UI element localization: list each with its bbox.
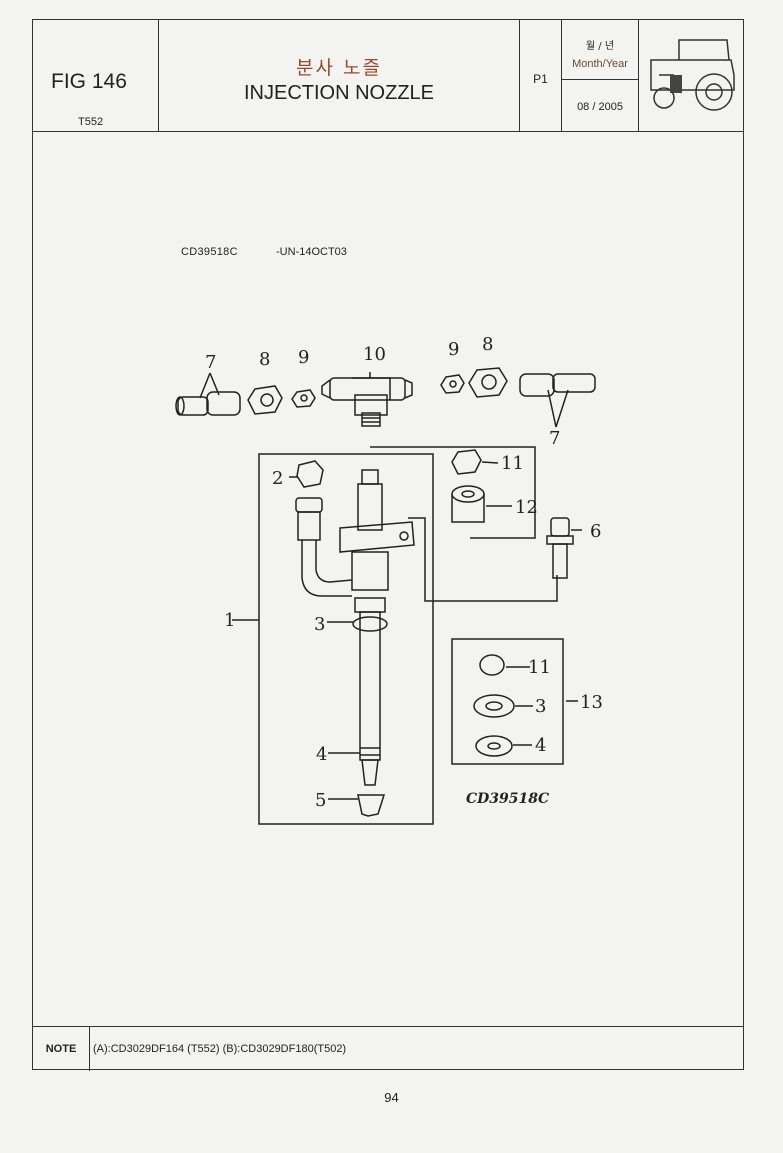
callout-4: 4 bbox=[316, 744, 327, 765]
part-8-left bbox=[247, 385, 283, 415]
title-english: INJECTION NOZZLE bbox=[243, 82, 434, 104]
callout-11-top: 11 bbox=[501, 453, 524, 474]
callout-6: 6 bbox=[590, 521, 601, 542]
date-value: 08 / 2005 bbox=[577, 101, 623, 113]
note-text: (A):CD3029DF164 (T552) (B):CD3029DF180(T… bbox=[93, 1043, 347, 1055]
kit-part-3 bbox=[473, 694, 515, 718]
page-code: P1 bbox=[533, 72, 548, 86]
page-frame: FIG 146 T552 분사 노즐 INJECTION NOZZLE P1 월… bbox=[32, 19, 744, 1071]
callout-11-kit: 11 bbox=[528, 657, 551, 678]
bracket-11-12 bbox=[370, 446, 536, 539]
tractor-icon bbox=[650, 39, 735, 111]
part-11-top bbox=[451, 449, 482, 475]
part-8-right bbox=[468, 367, 508, 398]
callout-9-right: 9 bbox=[448, 339, 459, 360]
callout-8-left: 8 bbox=[259, 349, 270, 370]
callout-5: 5 bbox=[315, 790, 326, 811]
model-code: T552 bbox=[78, 116, 104, 128]
note-label: NOTE bbox=[33, 1027, 90, 1071]
kit-part-4 bbox=[475, 735, 513, 757]
callout-1: 1 bbox=[224, 610, 235, 631]
kit-part-11 bbox=[479, 654, 505, 676]
tractor-cell bbox=[639, 20, 743, 131]
part-9-left bbox=[291, 389, 316, 408]
part-12-nut bbox=[451, 485, 485, 523]
figure-number: FIG 146 bbox=[51, 70, 127, 93]
reference-code: CD39518C bbox=[181, 246, 238, 258]
header: FIG 146 T552 분사 노즐 INJECTION NOZZLE P1 월… bbox=[33, 20, 743, 132]
part-1-nozzle bbox=[295, 469, 415, 786]
callout-12: 12 bbox=[515, 497, 538, 518]
callout-3-kit: 3 bbox=[535, 696, 546, 717]
callout-3: 3 bbox=[314, 614, 325, 635]
callout-9-left: 9 bbox=[298, 347, 309, 368]
callout-8-right: 8 bbox=[482, 334, 493, 355]
part-3-ring bbox=[352, 616, 388, 632]
part-10-tee bbox=[321, 377, 413, 427]
part-6-bolt bbox=[546, 517, 574, 579]
reference-suffix: -UN-14OCT03 bbox=[276, 246, 347, 258]
callout-4-kit: 4 bbox=[535, 735, 546, 756]
callout-2: 2 bbox=[272, 468, 283, 489]
callout-7-left: 7 bbox=[205, 352, 216, 373]
month-year-korean: 월 / 년 bbox=[585, 41, 615, 52]
part-7-right bbox=[519, 373, 596, 397]
callout-7-right: 7 bbox=[549, 428, 560, 449]
title-cell: 분사 노즐 INJECTION NOZZLE bbox=[159, 20, 520, 131]
kit-box-13 bbox=[451, 638, 564, 765]
part-5-tip bbox=[357, 794, 386, 817]
callout-10: 10 bbox=[363, 344, 386, 365]
part-9-right bbox=[440, 374, 465, 394]
part-7-left bbox=[175, 391, 241, 416]
note-row: NOTE (A):CD3029DF164 (T552) (B):CD3029DF… bbox=[33, 1026, 743, 1071]
figure-cell: FIG 146 T552 bbox=[33, 20, 159, 131]
bracket-6 bbox=[408, 517, 558, 602]
title-korean: 분사 노즐 bbox=[296, 57, 382, 79]
page-code-cell: P1 bbox=[520, 20, 562, 131]
part-2-cap bbox=[296, 460, 324, 488]
month-year-label: Month/Year bbox=[572, 58, 628, 70]
page-number: 94 bbox=[384, 1090, 399, 1105]
date-divider bbox=[562, 79, 638, 80]
drawing-code: CD39518C bbox=[466, 791, 549, 807]
callout-labels: 1 2 3 4 5 6 7 7 8 8 9 9 10 11 12 11 3 4 … bbox=[205, 334, 603, 811]
assembly-box-1 bbox=[258, 453, 434, 825]
date-cell: 월 / 년 Month/Year 08 / 2005 bbox=[562, 20, 639, 131]
callout-13: 13 bbox=[580, 692, 603, 713]
